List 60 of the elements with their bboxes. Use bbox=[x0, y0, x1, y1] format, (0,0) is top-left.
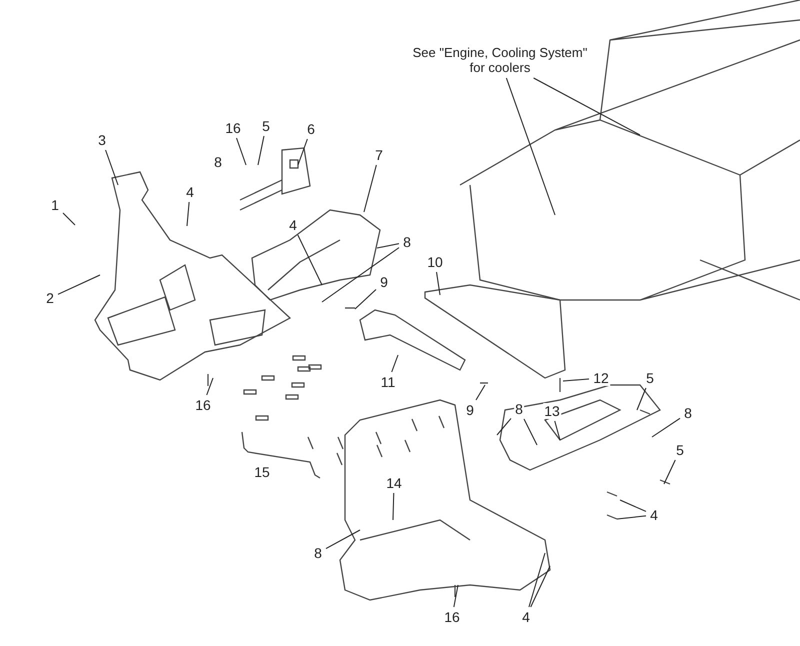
callout-number: 8 bbox=[213, 154, 223, 170]
leader-line bbox=[236, 138, 246, 166]
callout-number: 15 bbox=[253, 464, 271, 480]
callout-number: 1 bbox=[50, 197, 60, 213]
leader-line bbox=[391, 354, 398, 372]
leader-line bbox=[562, 378, 590, 382]
leader-line bbox=[376, 243, 400, 248]
leader-line bbox=[298, 138, 308, 166]
leader-line bbox=[664, 460, 676, 484]
leader-line bbox=[506, 78, 556, 216]
leader-line bbox=[453, 584, 458, 608]
callout-number: 7 bbox=[374, 147, 384, 163]
callout-number: 5 bbox=[645, 370, 655, 386]
leader-line bbox=[322, 247, 400, 302]
callout-number: 14 bbox=[385, 475, 403, 491]
callout-number: 8 bbox=[514, 401, 524, 417]
leader-line bbox=[530, 566, 550, 608]
leader-line bbox=[636, 388, 646, 410]
leader-line bbox=[206, 378, 214, 396]
leader-line bbox=[436, 272, 440, 296]
leader-line bbox=[616, 515, 646, 520]
callout-number: 9 bbox=[465, 402, 475, 418]
leader-line bbox=[326, 530, 360, 550]
callout-number: 5 bbox=[261, 118, 271, 134]
callout-number: 13 bbox=[543, 403, 561, 419]
leader-line bbox=[524, 418, 538, 446]
leader-line bbox=[58, 274, 100, 295]
callout-number: 2 bbox=[45, 290, 55, 306]
leader-line bbox=[258, 136, 264, 166]
callout-number: 8 bbox=[402, 234, 412, 250]
leader-line bbox=[297, 234, 322, 286]
callout-number: 4 bbox=[521, 609, 531, 625]
leader-line bbox=[186, 202, 190, 226]
leader-line bbox=[354, 288, 376, 310]
leader-line bbox=[62, 212, 76, 226]
callout-number: 16 bbox=[194, 397, 212, 413]
leader-line bbox=[528, 552, 546, 608]
callout-number: 16 bbox=[443, 609, 461, 625]
callout-number: 5 bbox=[675, 442, 685, 458]
callout-number: 4 bbox=[185, 184, 195, 200]
callout-number: 4 bbox=[288, 217, 298, 233]
callout-number: 8 bbox=[683, 405, 693, 421]
leader-line bbox=[652, 418, 680, 438]
callout-number: 3 bbox=[97, 132, 107, 148]
callout-number: 16 bbox=[224, 120, 242, 136]
leader-line bbox=[554, 420, 560, 440]
callout-number: 11 bbox=[380, 374, 396, 390]
leader-line bbox=[476, 384, 486, 400]
callout-number: 8 bbox=[313, 545, 323, 561]
callout-number: 6 bbox=[306, 121, 316, 137]
leader-line bbox=[496, 418, 512, 436]
leader-line bbox=[533, 78, 640, 136]
leader-line bbox=[105, 150, 118, 186]
leader-line bbox=[392, 492, 394, 520]
callout-number: 12 bbox=[592, 370, 610, 386]
leader-line bbox=[364, 164, 377, 212]
leader-line bbox=[620, 500, 646, 512]
callout-number: 9 bbox=[379, 274, 389, 290]
callout-number: 10 bbox=[426, 254, 444, 270]
callout-number: 4 bbox=[649, 507, 659, 523]
